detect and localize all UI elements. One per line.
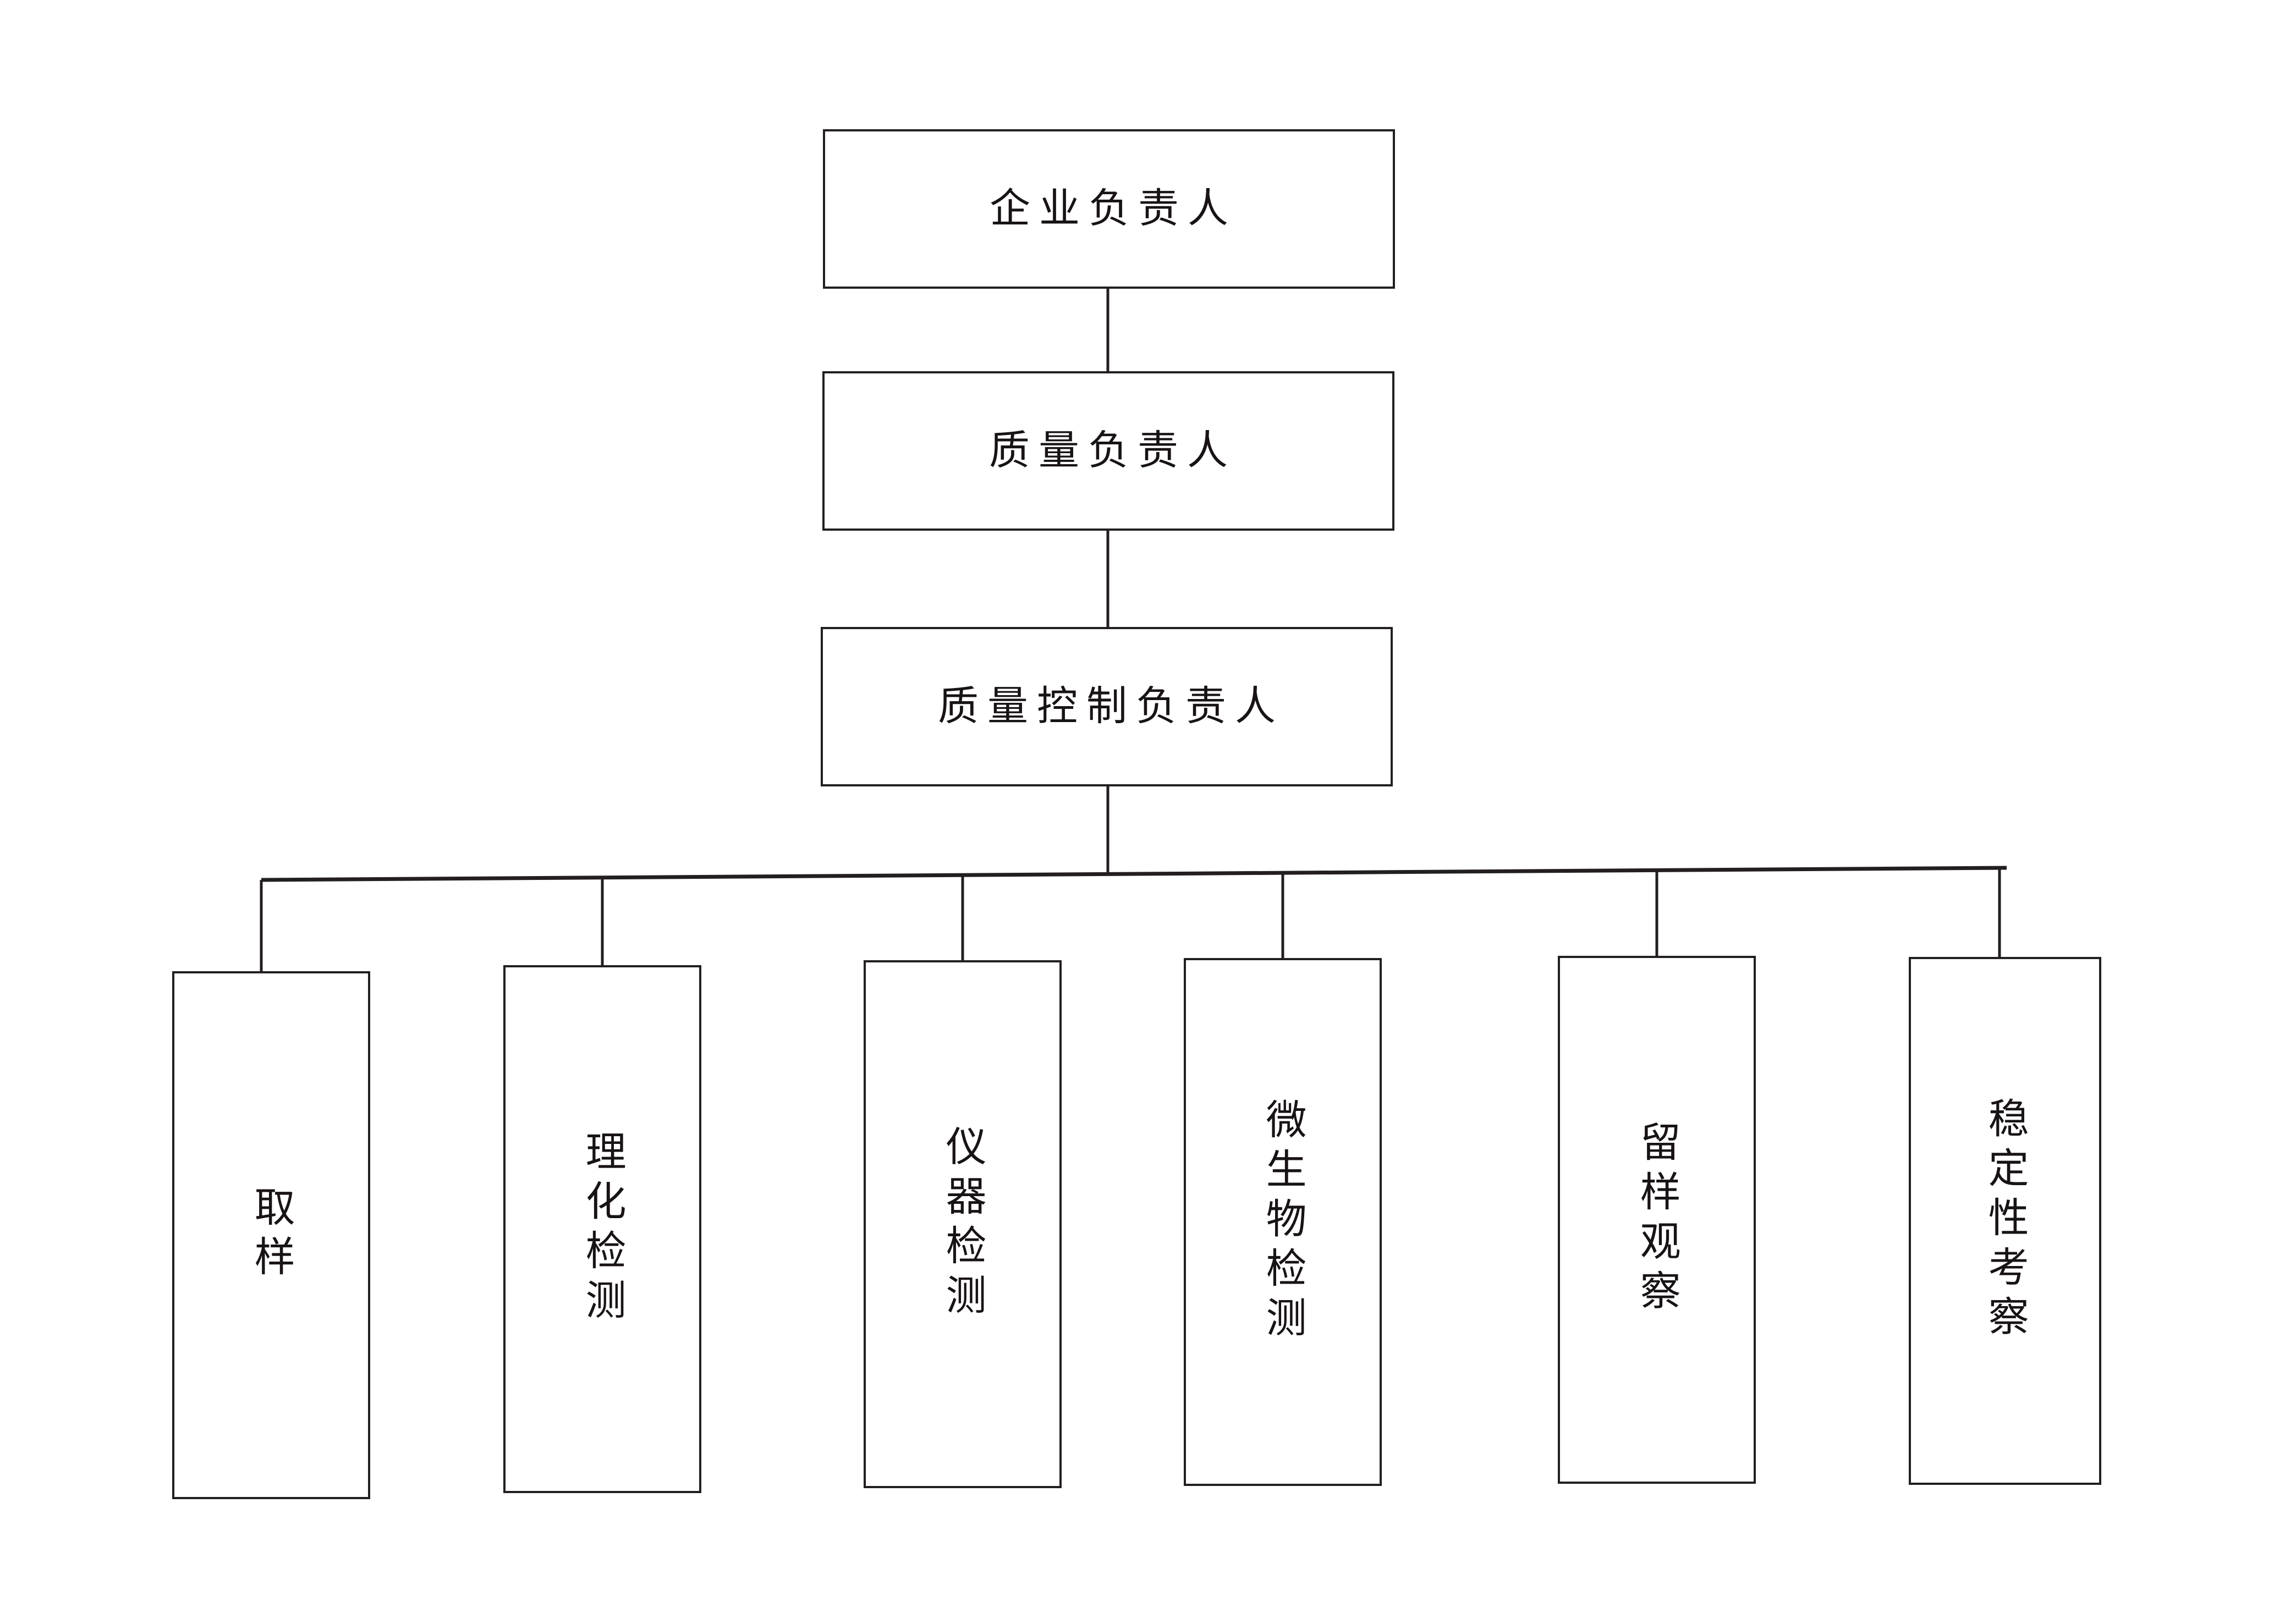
node-microbiological-testing[interactable]: 微生物检测 — [1184, 958, 1382, 1486]
node-label-retained-sample-observation: 留样观察 — [1633, 1121, 1681, 1319]
node-label-instrument-testing: 仪器检测 — [939, 1125, 987, 1323]
node-label-enterprise-manager: 企业负责人 — [990, 185, 1237, 233]
node-physicochemical-testing[interactable]: 理化检测 — [503, 965, 701, 1493]
node-instrument-testing[interactable]: 仪器检测 — [864, 960, 1062, 1488]
node-label-sampling: 取样 — [248, 1186, 295, 1285]
node-quality-manager[interactable]: 质量负责人 — [822, 371, 1394, 531]
node-label-stability-study: 稳定性考察 — [1981, 1097, 2029, 1345]
node-label-microbiological-testing: 微生物检测 — [1259, 1098, 1307, 1346]
node-stability-study[interactable]: 稳定性考察 — [1909, 957, 2101, 1485]
node-retained-sample-observation[interactable]: 留样观察 — [1558, 956, 1756, 1484]
node-label-physicochemical-testing: 理化检测 — [579, 1130, 627, 1328]
node-label-quality-manager: 质量负责人 — [989, 427, 1237, 475]
connector-distribution-bus — [261, 866, 2007, 882]
node-label-quality-control-manager: 质量控制负责人 — [938, 682, 1284, 730]
node-sampling[interactable]: 取样 — [172, 971, 370, 1499]
node-quality-control-manager[interactable]: 质量控制负责人 — [821, 627, 1393, 786]
node-enterprise-manager[interactable]: 企业负责人 — [823, 129, 1395, 289]
